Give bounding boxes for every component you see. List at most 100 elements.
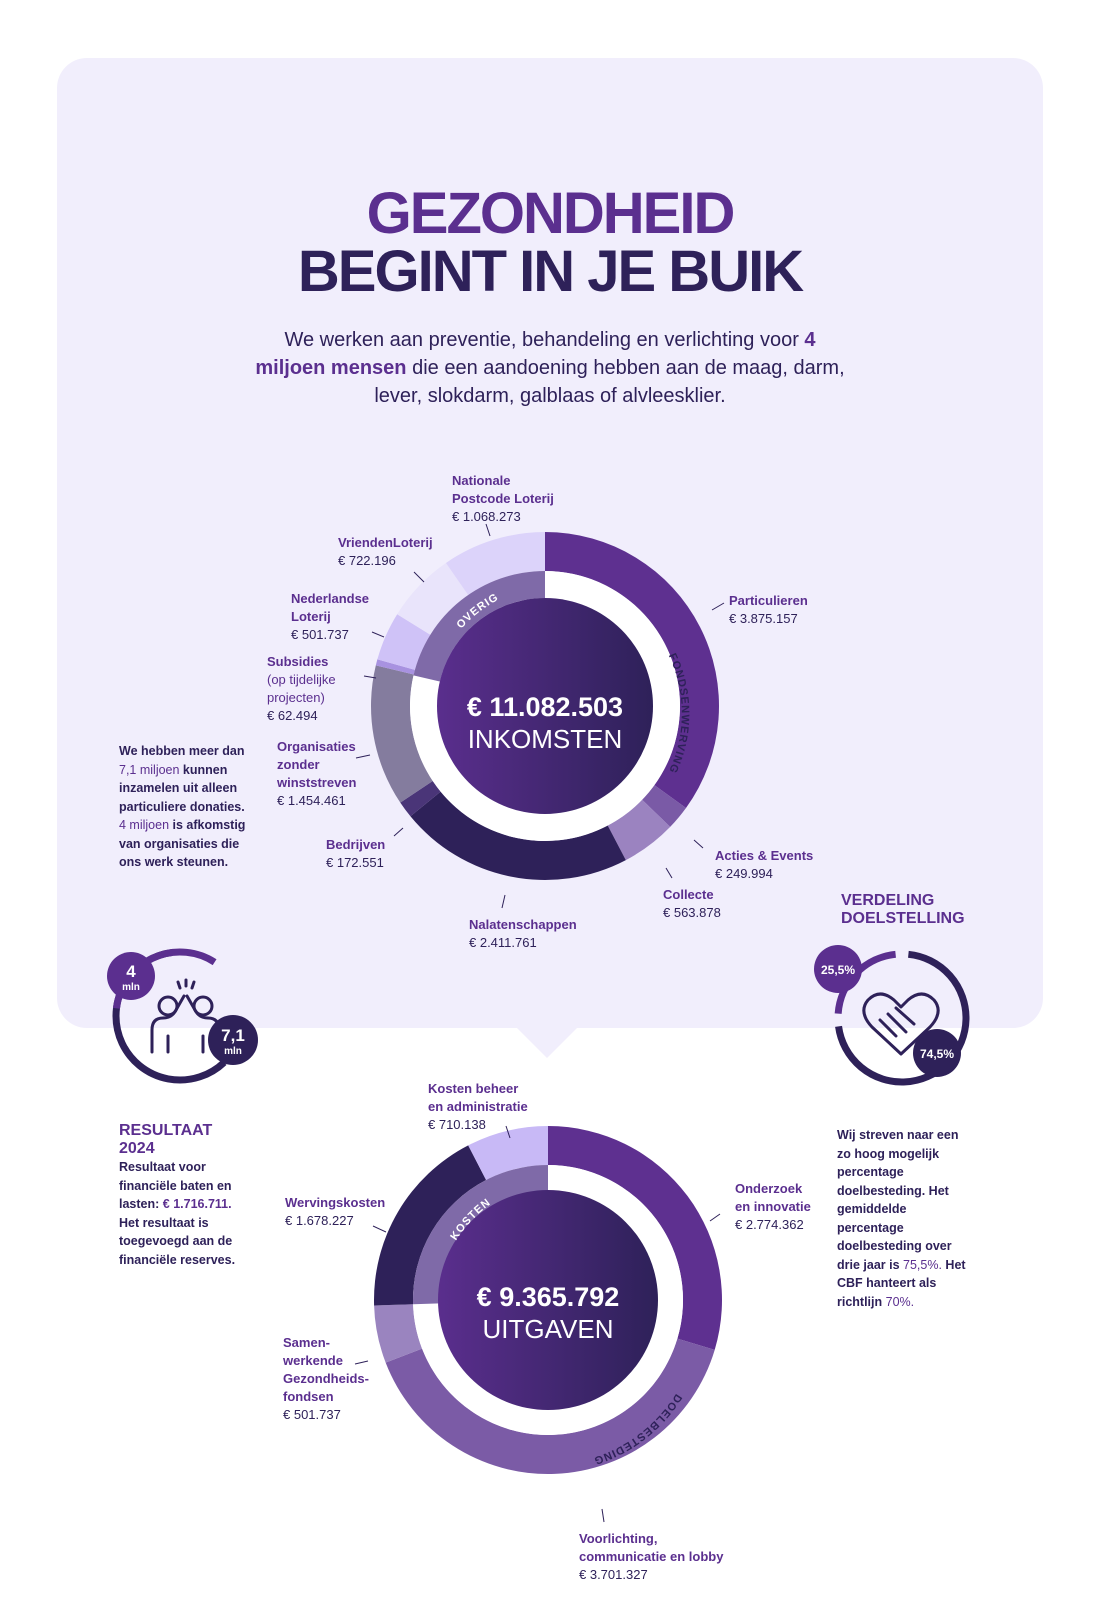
doelstelling-title: VERDELING DOELSTELLING bbox=[841, 892, 965, 927]
doelstelling-text: Wij streven naar een zo hoog mogelijk pe… bbox=[837, 1126, 967, 1311]
label-collecte-value: € 563.878 bbox=[663, 905, 721, 920]
badge-25-text: 25,5% bbox=[821, 963, 855, 977]
income-slice-vriendenloterij bbox=[397, 562, 469, 635]
label-nalatenschappen-name: Nalatenschappen bbox=[469, 917, 577, 932]
leader-samenwerkende bbox=[354, 1360, 369, 1365]
label-beheer-value: € 710.138 bbox=[428, 1117, 486, 1132]
expense-donut bbox=[374, 1126, 722, 1474]
label-npl: Nationale Postcode Loterij € 1.068.273 bbox=[452, 472, 554, 526]
label-organisaties-value: € 1.454.461 bbox=[277, 793, 346, 808]
expense-slice-samenwerkende-gezondheidsfondsen bbox=[374, 1304, 423, 1363]
note-p3-acc: 4 miljoen bbox=[119, 818, 170, 832]
doel-t2: Het CBF hanteert als richtlijn bbox=[837, 1257, 966, 1309]
badge-4mln-unit: mln bbox=[122, 982, 140, 993]
label-organisaties-name: Organisaties zonder winststreven bbox=[277, 739, 357, 790]
intro-part2: die een aandoening hebben aan de maag, d… bbox=[374, 357, 845, 407]
badge-74-text: 74,5% bbox=[920, 1047, 954, 1061]
intro-highlight: 4 miljoen mensen bbox=[255, 329, 816, 379]
panel-pointer bbox=[515, 1026, 579, 1058]
income-slice-acties-events bbox=[642, 785, 686, 827]
doelstelling-ring: 25,5% 74,5% bbox=[814, 945, 970, 1086]
income-slice-particulieren bbox=[545, 532, 719, 808]
page-title-line1: GEZONDHEID bbox=[366, 181, 736, 246]
label-nalatenschappen: Nalatenschappen€ 2.411.761 bbox=[469, 916, 577, 952]
label-nl-name: Nederlandse Loterij bbox=[291, 591, 370, 624]
expense-center-disc bbox=[438, 1190, 658, 1410]
resultaat-t2: Het resultaat is toegevoegd aan de finan… bbox=[119, 1215, 236, 1267]
label-werving: Wervingskosten € 1.678.227 bbox=[285, 1194, 385, 1230]
badge-25 bbox=[814, 945, 862, 993]
leader-npl bbox=[485, 523, 491, 537]
label-vriendenloterij: VriendenLoterij€ 722.196 bbox=[338, 534, 433, 570]
leader-nederlandse-loterij bbox=[371, 631, 385, 638]
donors-ring: 4 mln 7,1 mln bbox=[107, 948, 258, 1084]
badge-4mln bbox=[107, 952, 155, 1000]
note-p1: We hebben meer dan bbox=[119, 744, 245, 758]
leader-collecte bbox=[665, 867, 673, 879]
leader-subsidies bbox=[363, 675, 377, 679]
intro-text: We werken aan preventie, behandeling en … bbox=[250, 326, 850, 410]
intro-part1: We werken aan preventie, behandeling en … bbox=[284, 329, 805, 351]
page-title-line2: BEGINT IN JE BUIK bbox=[297, 239, 804, 304]
label-onderzoek-name: Onderzoek en innovatie bbox=[735, 1181, 811, 1214]
badge-71mln-num: 7,1 bbox=[221, 1026, 245, 1045]
doel-t1-acc: 75,5%. bbox=[903, 1257, 942, 1272]
label-vriendenloterij-value: € 722.196 bbox=[338, 553, 396, 568]
label-samenwerkende-value: € 501.737 bbox=[283, 1407, 341, 1422]
income-donut bbox=[370, 532, 719, 880]
label-beheer: Kosten beheer en administratie € 710.138 bbox=[428, 1080, 528, 1134]
expense-slice-wervingskosten bbox=[374, 1145, 487, 1306]
resultaat-title: RESULTAAT 2024 bbox=[119, 1122, 213, 1157]
label-particulieren: Particulieren€ 3.875.157 bbox=[729, 592, 808, 628]
leader-particulieren bbox=[711, 602, 725, 611]
doelstelling-title-block: VERDELING DOELSTELLING bbox=[841, 892, 981, 928]
label-npl-name: Nationale Postcode Loterij bbox=[452, 473, 554, 506]
label-subsidies-name: Subsidies bbox=[267, 654, 329, 669]
label-bedrijven: Bedrijven€ 172.551 bbox=[326, 836, 385, 872]
label-onderzoek: Onderzoek en innovatie € 2.774.362 bbox=[735, 1180, 811, 1234]
leader-voorlichting bbox=[601, 1508, 605, 1523]
income-group-overig bbox=[413, 571, 545, 682]
label-voorlichting-name: Voorlichting, communicatie en lobby bbox=[579, 1531, 724, 1564]
label-organisaties: Organisaties zonder winststreven € 1.454.… bbox=[277, 738, 356, 810]
donations-note: We hebben meer dan 7,1 miljoen kunnen in… bbox=[119, 742, 247, 872]
expense-slice-voorlichting-communicatie-en-lobby bbox=[385, 1338, 715, 1474]
label-samenwerkende: Samen- werkende Gezondheids- fondsen € 50… bbox=[283, 1334, 369, 1424]
income-slice-nationale-postcode-loterij bbox=[445, 532, 545, 596]
expense-slice-onderzoek-en-innovatie bbox=[548, 1126, 722, 1350]
label-werving-value: € 1.678.227 bbox=[285, 1213, 354, 1228]
label-bedrijven-name: Bedrijven bbox=[326, 837, 386, 852]
income-center-disc bbox=[437, 598, 653, 814]
income-center-label: INKOMSTEN bbox=[468, 724, 623, 754]
leader-beheer bbox=[505, 1125, 511, 1139]
leader-nalatenschappen bbox=[501, 894, 506, 909]
leader-vriendenloterij bbox=[413, 571, 425, 583]
label-collecte-name: Collecte bbox=[663, 887, 714, 902]
note-p1-acc: 7,1 miljoen bbox=[119, 762, 180, 777]
badge-4mln-num: 4 bbox=[126, 962, 136, 981]
expense-center-label: UITGAVEN bbox=[483, 1314, 614, 1344]
label-particulieren-value: € 3.875.157 bbox=[729, 611, 798, 626]
label-samenwerkende-name: Samen- werkende Gezondheids- fondsen bbox=[283, 1335, 369, 1404]
label-acties: Acties & Events€ 249.994 bbox=[715, 847, 813, 883]
label-nederlandse-loterij: Nederlandse Loterij€ 501.737 bbox=[291, 590, 369, 644]
label-subsidies: Subsidies(op tijdelijke projecten)€ 62.4… bbox=[267, 653, 336, 725]
leader-acties bbox=[693, 839, 704, 849]
label-beheer-name: Kosten beheer en administratie bbox=[428, 1081, 528, 1114]
expense-total: € 9.365.792 bbox=[477, 1282, 620, 1312]
label-onderzoek-value: € 2.774.362 bbox=[735, 1217, 804, 1232]
resultaat-t1: Resultaat voor financiële baten en laste… bbox=[119, 1160, 232, 1211]
badge-71mln bbox=[208, 1015, 258, 1065]
label-werving-name: Wervingskosten bbox=[285, 1195, 386, 1210]
income-leaders bbox=[355, 523, 725, 909]
badge-74 bbox=[913, 1029, 961, 1077]
expense-group-kosten bbox=[413, 1165, 548, 1305]
doel-t1: Wij streven naar een zo hoog mogelijk pe… bbox=[837, 1128, 959, 1272]
income-total: € 11.082.503 bbox=[467, 692, 623, 722]
note-p2: kunnen inzamelen uit alleen particuliere… bbox=[119, 762, 245, 814]
label-npl-value: € 1.068.273 bbox=[452, 509, 521, 524]
resultaat-amount: € 1.716.711. bbox=[162, 1197, 232, 1211]
label-voorlichting: Voorlichting, communicatie en lobby€ 3.7… bbox=[579, 1530, 723, 1584]
